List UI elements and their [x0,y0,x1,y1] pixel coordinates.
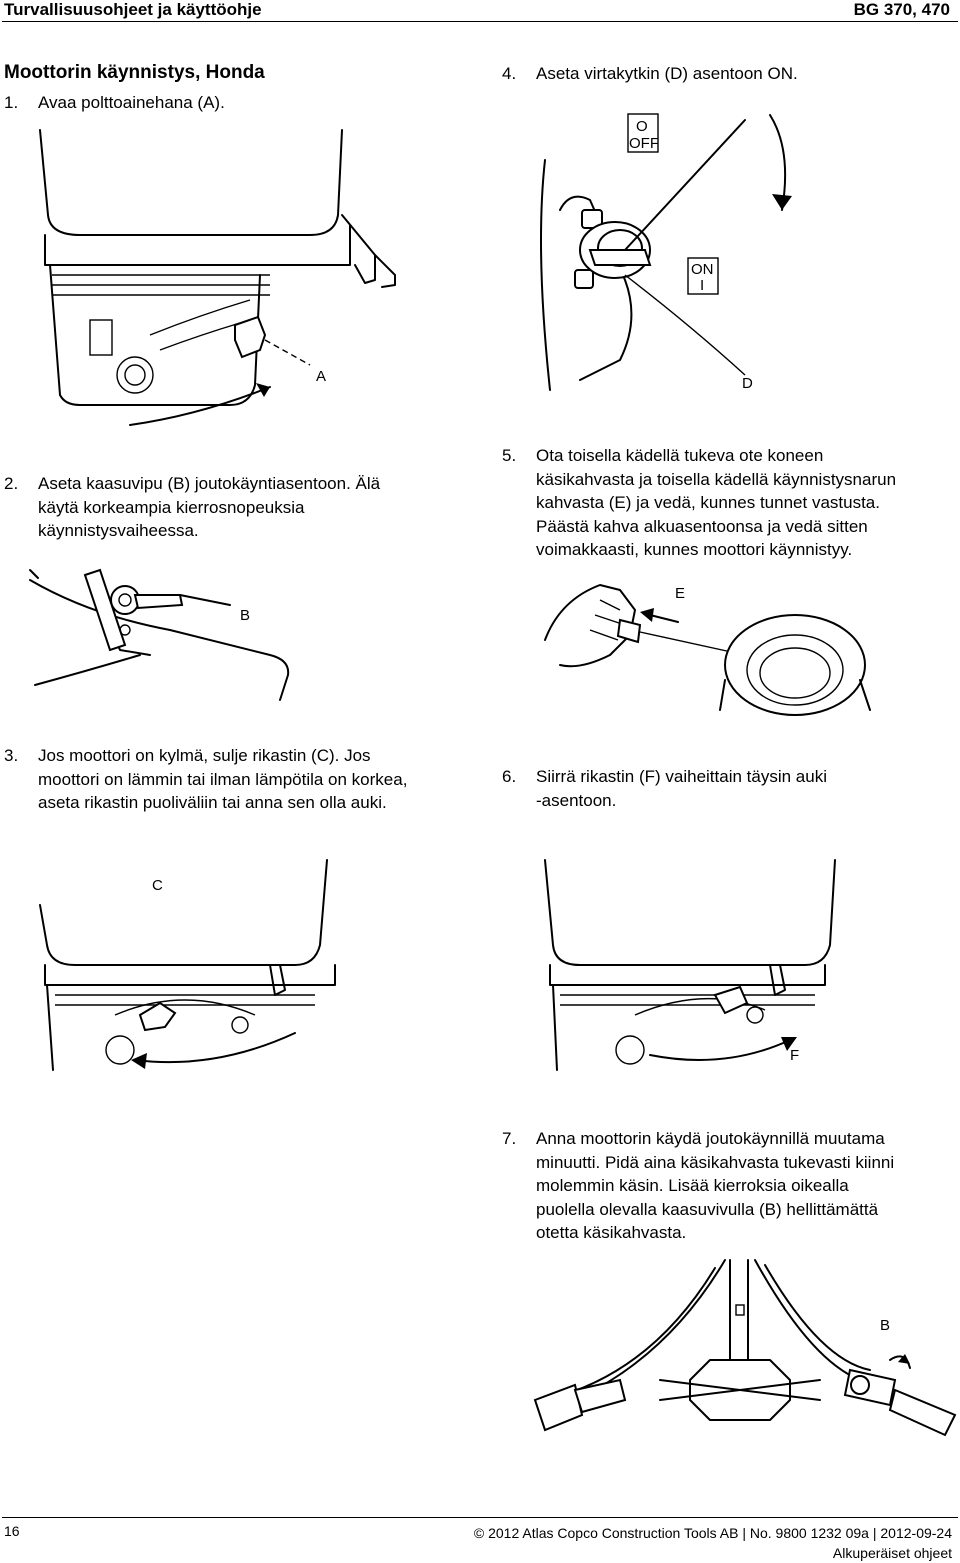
step-text: aseta rikastin puoliväliin tai anna sen … [38,793,387,812]
step-text: molemmin käsin. Lisää kierroksia oikeall… [536,1176,849,1195]
label-c: C [152,877,163,894]
step-text: käsikahvasta ja toisella kädellä käynnis… [536,469,897,489]
step-text: otetta käsikahvasta. [536,1223,687,1242]
model-number: BG 370, 470 [853,0,950,19]
footer-rule [2,1517,958,1518]
step-7: 7. Anna moottorin käydä joutokäynnillä mu… [502,1127,958,1245]
throttle-lever-illustration: B [29,568,290,701]
step-5: 5. Ota toisella kädellä tukeva ote koneen… [502,444,958,562]
off-label: OFF [629,135,659,152]
handles-illustration: B [533,1259,957,1437]
step-number: 2. [4,474,19,493]
recoil-starter-illustration: E [544,584,871,716]
step-number: 4. [502,64,517,83]
step-text: puolella olevalla kaasuvivulla (B) helli… [536,1199,879,1219]
fuel-valve-illustration: A [39,129,396,426]
page-number: 16 [4,1523,20,1539]
step-text: Anna moottorin käydä joutokäynnillä muut… [536,1129,885,1148]
step-text: käynnistysvaiheessa. [38,521,199,540]
step-text: voimakkaasti, kunnes moottori käynnistyy… [536,540,853,559]
step-6: 6. Siirrä rikastin (F) vaiheittain täysin… [502,765,958,812]
off-symbol: O [636,118,648,135]
step-text: Aseta virtakytkin (D) asentoon ON. [536,64,798,83]
step-number: 1. [4,93,19,112]
step-text: Siirrä rikastin (F) vaiheittain täysin a… [536,767,827,786]
label-f: F [790,1047,799,1064]
step-text: -asentoon. [536,790,617,810]
footer-info: © 2012 Atlas Copco Construction Tools AB… [474,1523,952,1563]
step-text: Jos moottori on kylmä, sulje rikastin (C… [38,746,371,765]
label-a: A [316,368,326,385]
document-title: Turvallisuusohjeet ja käyttöohje [4,0,262,19]
choke-open-illustration: F [544,859,836,1071]
step-3: 3. Jos moottori on kylmä, sulje rikastin … [4,744,474,815]
step-text: minuutti. Pidä aina käsikahvasta tukevas… [536,1152,895,1172]
step-number: 7. [502,1129,517,1148]
on-symbol: I [700,277,704,294]
label-b: B [880,1317,890,1334]
step-number: 3. [4,746,19,765]
step-text: Avaa polttoainehana (A). [38,93,225,112]
header-rule [2,21,958,22]
language-note: Alkuperäiset ohjeet [832,1545,952,1561]
step-number: 5. [502,446,517,465]
section-title: Moottorin käynnistys, Honda [4,62,265,83]
step-text: Ota toisella kädellä tukeva ote koneen [536,446,824,465]
step-text: käytä korkeampia kierrosnopeuksia [38,497,305,517]
step-text: Aseta kaasuvipu (B) joutokäyntiasentoon.… [38,474,381,493]
label-b: B [240,607,250,624]
choke-closed-illustration: C [39,859,336,1071]
copyright-text: © 2012 Atlas Copco Construction Tools AB… [473,1525,952,1541]
step-text: Päästä kahva alkuasentoonsa ja vedä sitt… [536,516,868,536]
step-number: 6. [502,767,517,786]
step-4: 4. Aseta virtakytkin (D) asentoon ON. [502,62,798,86]
label-e: E [675,585,685,602]
step-text: kahvasta (E) ja vedä, kunnes tunnet vast… [536,493,880,512]
on-label: ON [691,261,714,278]
ignition-switch-illustration: O OFF ON I D [540,113,792,392]
step-text: moottori on lämmin tai ilman lämpötila o… [38,769,408,789]
label-d: D [742,375,753,392]
step-1: 1. Avaa polttoainehana (A). [4,91,225,115]
step-2: 2. Aseta kaasuvipu (B) joutokäyntiasentoo… [4,472,474,543]
